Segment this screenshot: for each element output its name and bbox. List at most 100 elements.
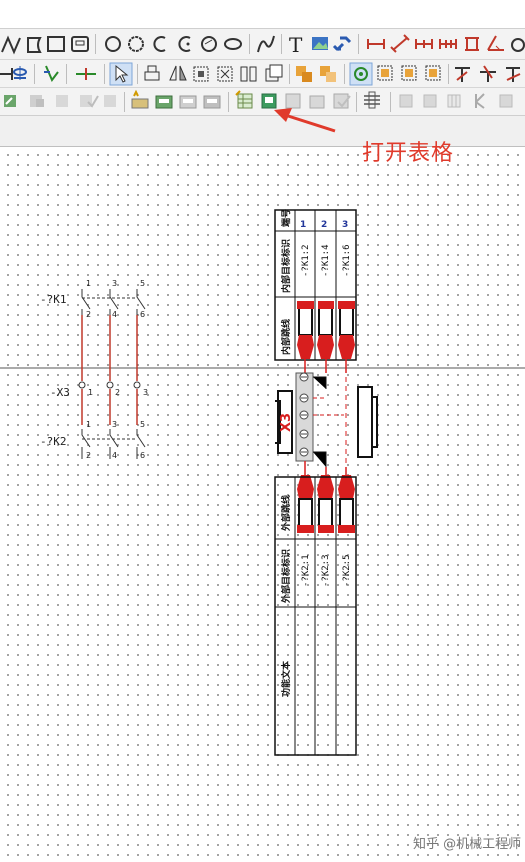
- table-import-icon[interactable]: [309, 95, 325, 109]
- watermark: 知乎 @机械工程师: [413, 837, 522, 852]
- top-target-1: -?K1:2: [301, 244, 311, 277]
- dimension-radius-icon[interactable]: [465, 37, 479, 51]
- group-icon[interactable]: [193, 66, 209, 82]
- k1-pin-2: 2: [86, 310, 91, 319]
- terminal-strip-x3[interactable]: X3: [275, 368, 378, 467]
- ungroup-icon[interactable]: [217, 66, 233, 82]
- device-list-icon[interactable]: [56, 95, 68, 107]
- rectangle-icon[interactable]: [47, 36, 65, 52]
- mirror-icon[interactable]: [169, 65, 187, 81]
- check-icon[interactable]: [80, 95, 99, 108]
- rounded-rect-icon[interactable]: [71, 36, 89, 52]
- k1-pin-4: 4: [112, 310, 117, 319]
- terminal-insert-icon[interactable]: [179, 95, 197, 109]
- device-k2[interactable]: -?K2 1 3 5 2 4 6: [40, 420, 146, 460]
- grid-icon[interactable]: [447, 94, 461, 108]
- polyline-icon[interactable]: [1, 35, 21, 55]
- terminal-strip-label: X3: [279, 413, 294, 432]
- table-export-icon[interactable]: [285, 93, 301, 109]
- snap-object-icon[interactable]: [377, 65, 393, 81]
- top-target-3: -?K1:6: [342, 244, 352, 277]
- more-icon-2[interactable]: [499, 94, 513, 108]
- top-target-label: 内部目标标识: [280, 239, 292, 293]
- table-check-icon[interactable]: [333, 93, 351, 109]
- layout-icon[interactable]: [423, 94, 437, 108]
- k2-pin-5: 5: [140, 420, 145, 429]
- plc-icon[interactable]: [364, 91, 380, 109]
- top-wire-label: 内部跳线: [280, 319, 292, 355]
- x3-pin-2: 2: [115, 388, 120, 397]
- ellipse-icon-2[interactable]: [224, 38, 242, 50]
- bottom-target-label: 外部目标标识: [280, 549, 292, 604]
- dimension-base-icon[interactable]: [439, 39, 457, 49]
- cross-icon[interactable]: [13, 66, 27, 80]
- function-icon[interactable]: [104, 95, 116, 107]
- arc-3pt-icon[interactable]: [178, 36, 191, 52]
- bottom-target-2: -?K2:3: [321, 554, 331, 587]
- k1-pin-6: 6: [140, 310, 145, 319]
- bottom-function-label: 功能文本: [280, 660, 292, 697]
- copy-format-icon[interactable]: [265, 64, 283, 82]
- empty-toolbar-row: [0, 116, 525, 147]
- k1-pin-1: 1: [86, 279, 91, 288]
- select-icon[interactable]: [109, 62, 133, 86]
- break-icon[interactable]: [480, 65, 496, 82]
- bottom-target-3: -?K2:5: [342, 554, 352, 587]
- terminal-table-bottom[interactable]: 外部跳线 外部目标标识 -?K2:1 -?K2:3 -?K2:5 功能文本: [274, 476, 357, 756]
- dimension-chain-icon[interactable]: [415, 39, 433, 49]
- k1-pin-5: 5: [140, 279, 145, 288]
- circle-icon[interactable]: [105, 36, 121, 52]
- move-icon[interactable]: [455, 67, 470, 82]
- image-icon[interactable]: [312, 37, 328, 50]
- dimension-align-icon[interactable]: [390, 34, 410, 53]
- terminal-x3[interactable]: -X3 1 2 3: [50, 381, 148, 399]
- toolbar-icons: T: [0, 33, 525, 112]
- top-target-2: -?K1:4: [321, 244, 331, 277]
- snap-point-icon[interactable]: [401, 65, 417, 81]
- top-col-1: 1: [300, 220, 306, 230]
- more-icon[interactable]: [475, 93, 485, 109]
- connector-icon[interactable]: [0, 68, 13, 80]
- device-k1-label: -?K1: [40, 293, 67, 306]
- open-table-icon[interactable]: [235, 90, 253, 109]
- k2-pin-1: 1: [86, 420, 91, 429]
- top-col-2: 2: [321, 220, 327, 230]
- terminal-strip-icon[interactable]: [131, 89, 149, 109]
- bottom-target-1: -?K2:1: [301, 554, 311, 587]
- jumper-plugs-bottom: [297, 461, 355, 533]
- spline-icon[interactable]: [257, 35, 275, 53]
- link-icon[interactable]: [332, 36, 352, 52]
- arc-icon[interactable]: [153, 36, 166, 52]
- device-k1[interactable]: -?K1 1 3 5 2 4 6: [40, 279, 146, 319]
- bridge-icon[interactable]: [44, 65, 59, 82]
- cable-icon[interactable]: [399, 94, 413, 108]
- device-insert-icon[interactable]: [4, 95, 16, 107]
- jumper-plugs-top: [297, 301, 355, 373]
- dimension-diameter-icon[interactable]: [511, 38, 525, 52]
- color-fill-icon[interactable]: [296, 66, 312, 82]
- ellipse-icon[interactable]: [201, 36, 217, 52]
- circle-3pt-icon[interactable]: [128, 36, 144, 52]
- arc-segment-icon[interactable]: [27, 37, 42, 53]
- macro-icon[interactable]: [144, 65, 160, 81]
- text-icon[interactable]: T: [289, 33, 303, 57]
- terminal-delete-icon[interactable]: [203, 95, 221, 109]
- k2-pin-6: 6: [140, 451, 145, 460]
- schematic: -?K1 1 3 5 2 4 6 -X3 1 2 3 -?K2 1 3 5 2 …: [0, 209, 525, 756]
- window-top-strip: [0, 0, 525, 28]
- bottom-wire-label: 外部跳线: [280, 495, 292, 532]
- align-icon[interactable]: [240, 66, 257, 82]
- snap-grid-icon[interactable]: [349, 62, 373, 86]
- drawing-canvas[interactable]: [0, 147, 525, 862]
- top-header-label: 端号: [280, 209, 292, 227]
- terminal-jump-icon[interactable]: [76, 68, 96, 80]
- dimension-h-icon[interactable]: [367, 39, 385, 49]
- terminal-edit-icon[interactable]: [155, 95, 173, 109]
- color-fill-icon-2[interactable]: [320, 66, 336, 82]
- x3-pin-1: 1: [88, 388, 93, 397]
- table-editor-icon[interactable]: [261, 93, 277, 109]
- trim-icon[interactable]: [506, 67, 521, 82]
- dimension-angle-icon[interactable]: [487, 35, 504, 51]
- device-disabled-icon[interactable]: [30, 95, 44, 107]
- snap-point-icon-2[interactable]: [425, 65, 441, 81]
